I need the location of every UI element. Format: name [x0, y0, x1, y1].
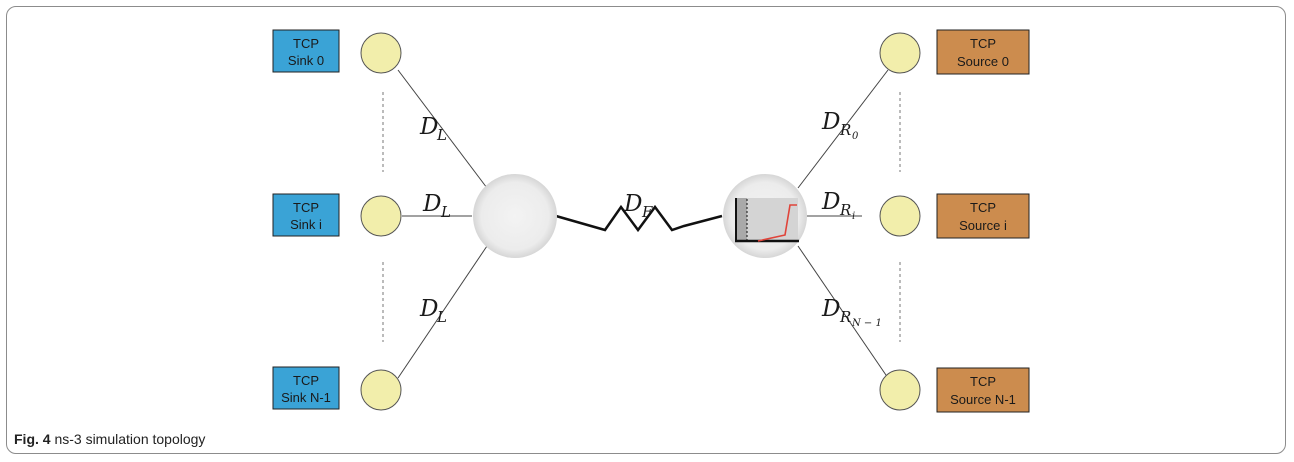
- label-right-0-main: D: [821, 109, 840, 135]
- label-left-i-sub: L: [440, 203, 451, 221]
- sink-box-n1: [272, 366, 340, 410]
- source-n1-line2: Source N-1: [950, 392, 1016, 407]
- source-0-line2: Source 0: [957, 54, 1009, 69]
- sink-node-0: [360, 32, 402, 74]
- source-box-n1: [936, 367, 1030, 413]
- label-left-n1-main: D: [419, 296, 438, 322]
- label-right-i-sub: R: [839, 201, 851, 219]
- source-0-line1: TCP: [970, 36, 996, 51]
- sink-n1-line1: TCP: [293, 373, 319, 388]
- caption-text: ns-3 simulation topology: [50, 431, 206, 447]
- sink-box-0: [272, 29, 340, 73]
- source-node-0: [879, 32, 921, 74]
- sink-0-line1: TCP: [293, 36, 319, 51]
- label-right-n1-main: D: [821, 296, 840, 322]
- label-left-n1-sub: L: [436, 308, 447, 326]
- sink-node-n1: [360, 369, 402, 411]
- source-box-0: [936, 29, 1030, 75]
- sink-0-line2: Sink 0: [288, 53, 324, 68]
- label-left-0-sub: L: [436, 126, 447, 144]
- sink-box-i: [272, 193, 340, 237]
- label-left-0-main: D: [419, 114, 438, 140]
- link-left-n1: [397, 245, 488, 379]
- label-right-n1-sub: R: [839, 308, 851, 326]
- label-right-0-sub: R: [839, 121, 851, 139]
- label-right-0-subsub: 0: [852, 131, 859, 142]
- source-i-line2: Source i: [959, 218, 1007, 233]
- source-i-line1: TCP: [970, 200, 996, 215]
- source-box-i: [936, 193, 1030, 239]
- label-bottleneck-sub: F: [641, 203, 653, 221]
- link-right-0: [797, 69, 889, 189]
- queue-curve-icon: [735, 198, 799, 243]
- bottleneck-link: [555, 204, 723, 233]
- left-router: [473, 174, 557, 258]
- label-right-n1-subsub: N − 1: [851, 318, 882, 329]
- sink-i-line2: Sink i: [290, 217, 322, 232]
- link-right-n1: [797, 245, 889, 379]
- sink-i-line1: TCP: [293, 200, 319, 215]
- sink-node-i: [360, 195, 402, 237]
- figure-frame: [6, 6, 1286, 454]
- label-bottleneck-main: D: [623, 191, 642, 217]
- caption-label: Fig. 4: [14, 431, 51, 447]
- source-node-n1: [879, 369, 921, 411]
- source-node-i: [879, 195, 921, 237]
- figure-caption: Fig. 4 ns-3 simulation topology: [14, 431, 205, 447]
- source-n1-line1: TCP: [970, 374, 996, 389]
- label-left-i-main: D: [422, 191, 441, 217]
- label-right-i-main: D: [821, 189, 840, 215]
- link-left-0: [397, 69, 488, 189]
- label-right-i-subsub: i: [852, 211, 855, 222]
- sink-n1-line2: Sink N-1: [281, 390, 331, 405]
